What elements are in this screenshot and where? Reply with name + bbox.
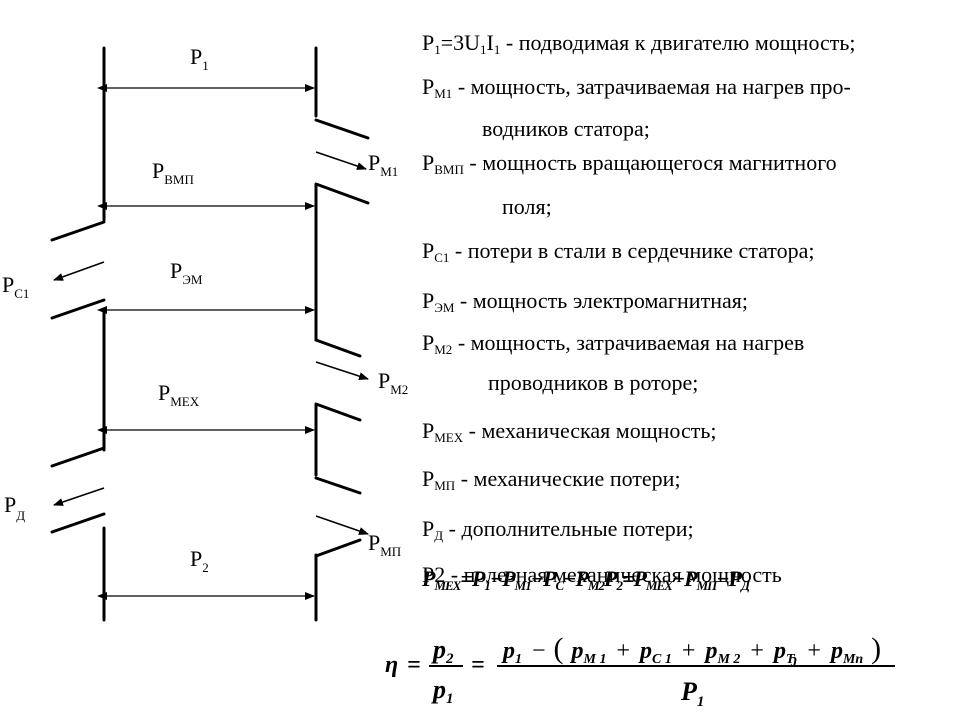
left-slant-d bbox=[50, 512, 106, 534]
legend-line: проводников в роторе; bbox=[488, 370, 699, 395]
fraction-den-left: p1 bbox=[431, 675, 454, 707]
legend-line: PМЕХ - механическая мощность; bbox=[422, 418, 717, 445]
label-pd: PД bbox=[4, 492, 25, 523]
right-slant-e bbox=[314, 476, 362, 495]
left-slant-a bbox=[50, 220, 106, 242]
label-pvmp: PВМП bbox=[152, 158, 194, 187]
legend-line: PМП - механические потери; bbox=[422, 466, 681, 493]
right-slant-d bbox=[314, 402, 362, 422]
legend-line: P2 - полезная механическая мощность bbox=[422, 562, 782, 587]
fraction-den-right: P1 bbox=[680, 677, 704, 710]
label-pm1: PM1 bbox=[368, 150, 398, 179]
fraction-num-left: p2 bbox=[431, 635, 454, 667]
arrow-d bbox=[53, 487, 105, 506]
right-slant-c bbox=[314, 338, 362, 358]
label-pc1: PC1 bbox=[2, 272, 29, 301]
label-pm2: PM2 bbox=[378, 368, 408, 397]
fraction-num-right: p1 − ( pM 1 + pC 1 + pM 2 + pЂ + pMn ) bbox=[501, 632, 881, 669]
label-pmeh: PМЕХ bbox=[158, 380, 200, 409]
legend-line: P1=3U1I1 - подводимая к двигателю мощнос… bbox=[422, 30, 856, 57]
arrow-c1 bbox=[53, 261, 105, 281]
legend-line: PВМП - мощность вращающегося магнитного bbox=[422, 150, 837, 177]
right-slant-b bbox=[314, 182, 370, 205]
equals-1: = bbox=[407, 652, 421, 678]
arrow-m1 bbox=[315, 151, 367, 170]
efficiency-formula: η = p2 p1 = p1 − ( pM 1 + pC 1 + pM 2 + … bbox=[385, 632, 895, 710]
energy-flow-diagram: P1 PВМП PM1 PC1 PЭМ PM2 PМЕХ PД PМП P2 bbox=[2, 44, 408, 622]
equals-2: = bbox=[471, 652, 485, 678]
label-p1: P1 bbox=[190, 44, 209, 73]
eta-symbol: η bbox=[385, 652, 398, 678]
legend-line: PM1 - мощность, затрачиваемая на нагрев … bbox=[422, 74, 851, 101]
legend-line: PC1 - потери в стали в сердечнике статор… bbox=[422, 238, 815, 265]
right-slant-a bbox=[314, 118, 370, 140]
legend-line: водников статора; bbox=[482, 116, 650, 141]
label-pmp: PМП bbox=[368, 530, 401, 559]
arrow-mp bbox=[315, 515, 369, 535]
legend-line: PЭМ - мощность электромагнитная; bbox=[422, 288, 748, 315]
overlay-formula: PМЕХ=P1−PM1−PC−PM2P2=PМЕХ−PМП−PД bbox=[422, 566, 750, 593]
label-pem: PЭМ bbox=[170, 258, 203, 287]
legend-line: PД - дополнительные потери; bbox=[422, 516, 694, 543]
right-slant-f bbox=[314, 538, 362, 558]
label-p2: P2 bbox=[190, 546, 209, 575]
left-slant-b bbox=[50, 298, 106, 320]
arrow-m2 bbox=[315, 361, 369, 381]
legend-line: PM2 - мощность, затрачиваемая на нагрев bbox=[422, 330, 805, 357]
left-slant-c bbox=[50, 446, 106, 468]
legend-line: поля; bbox=[502, 194, 552, 219]
